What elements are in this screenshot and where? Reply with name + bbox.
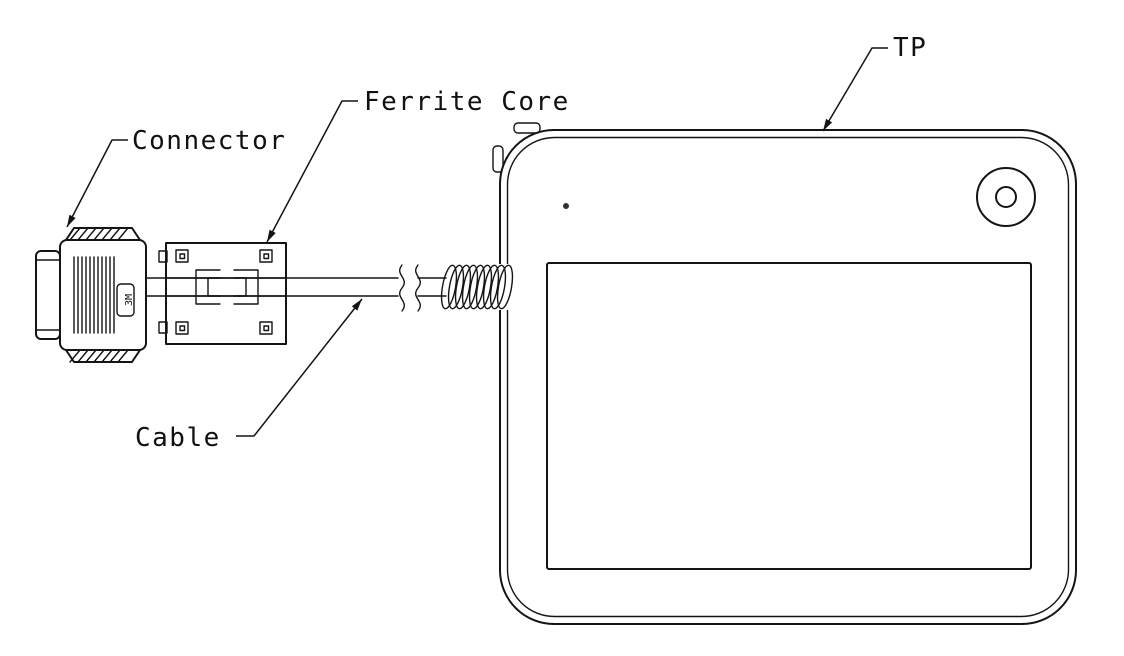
ferrite-core-label: Ferrite Core [364,87,570,117]
camera-ring [976,167,1036,227]
tp-device-drawing [492,122,1077,625]
connector-leader-arrowhead [67,214,76,227]
tp-label: TP [893,33,927,63]
connector-mating-face [35,250,61,340]
connector-label: Connector [132,126,286,156]
tp-leader-arrowhead [823,118,833,131]
tp-screen [546,262,1032,570]
cable-break-right [415,264,421,312]
cable-leader-arrowhead [351,299,362,311]
connector-bottom-grip [65,349,141,363]
strain-relief-coil [440,264,514,310]
connector-leader-line [66,139,128,228]
cable-break-left [399,264,405,312]
cable-label: Cable [135,423,221,453]
indicator-led [563,203,569,209]
ferrite-core-drawing [158,242,287,345]
connector-top-grip [65,227,141,241]
camera-lens [995,186,1017,208]
cable-leader-line [236,298,363,437]
ferrite-core-leader-arrowhead [267,229,276,242]
connector-brand-label: 3M [124,294,135,306]
ferrite-core-leader-line [266,100,358,243]
tp-left-edge-button [492,145,504,173]
tp-inner-housing [506,136,1070,618]
annotations: Connector Ferrite Core Cable TP [66,33,927,453]
tp-leader-line [822,47,888,132]
connector-drawing: 3M [35,227,147,363]
connector-brand-badge [116,283,135,317]
ferrite-latch-brackets [195,269,259,305]
tp-top-edge-button [513,122,541,134]
tp-outer-housing [499,129,1077,625]
connector-grip-ridges [73,256,115,334]
ferrite-corner-clips [175,249,273,335]
ferrite-body [165,242,287,345]
